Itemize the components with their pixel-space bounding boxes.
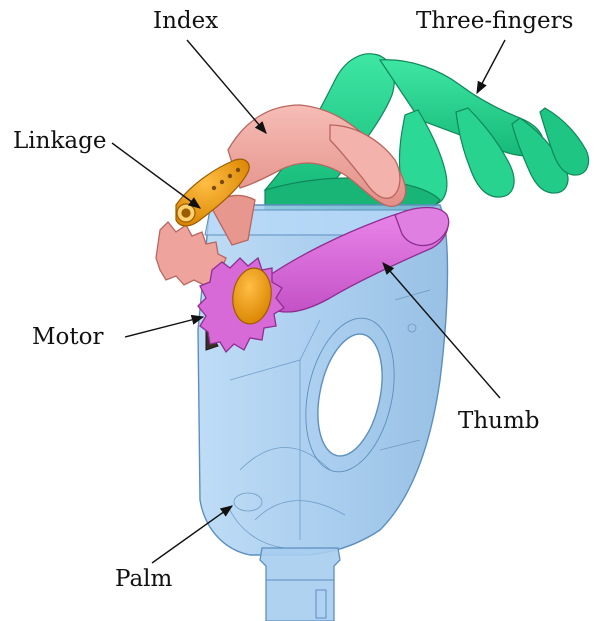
label-motor: Motor xyxy=(32,326,103,349)
arrow-three-fingers xyxy=(477,40,505,93)
arrow-motor xyxy=(125,317,203,337)
label-index: Index xyxy=(153,10,218,33)
label-three-fingers: Three-fingers xyxy=(416,10,573,33)
arrow-linkage xyxy=(112,143,200,208)
label-thumb: Thumb xyxy=(458,410,540,433)
label-palm: Palm xyxy=(115,568,172,591)
arrow-index xyxy=(187,40,266,133)
label-linkage: Linkage xyxy=(13,130,106,153)
